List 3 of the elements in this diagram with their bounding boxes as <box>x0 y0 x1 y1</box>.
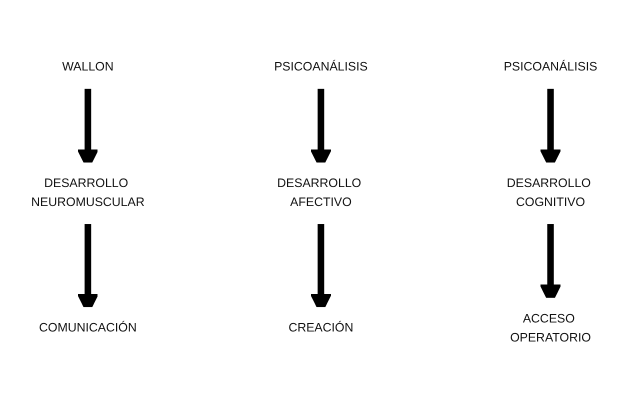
node-text: PSICOANÁLISIS <box>274 60 368 74</box>
node-text: PSICOANÁLISIS <box>504 60 598 74</box>
node-text: WALLON <box>62 60 114 74</box>
